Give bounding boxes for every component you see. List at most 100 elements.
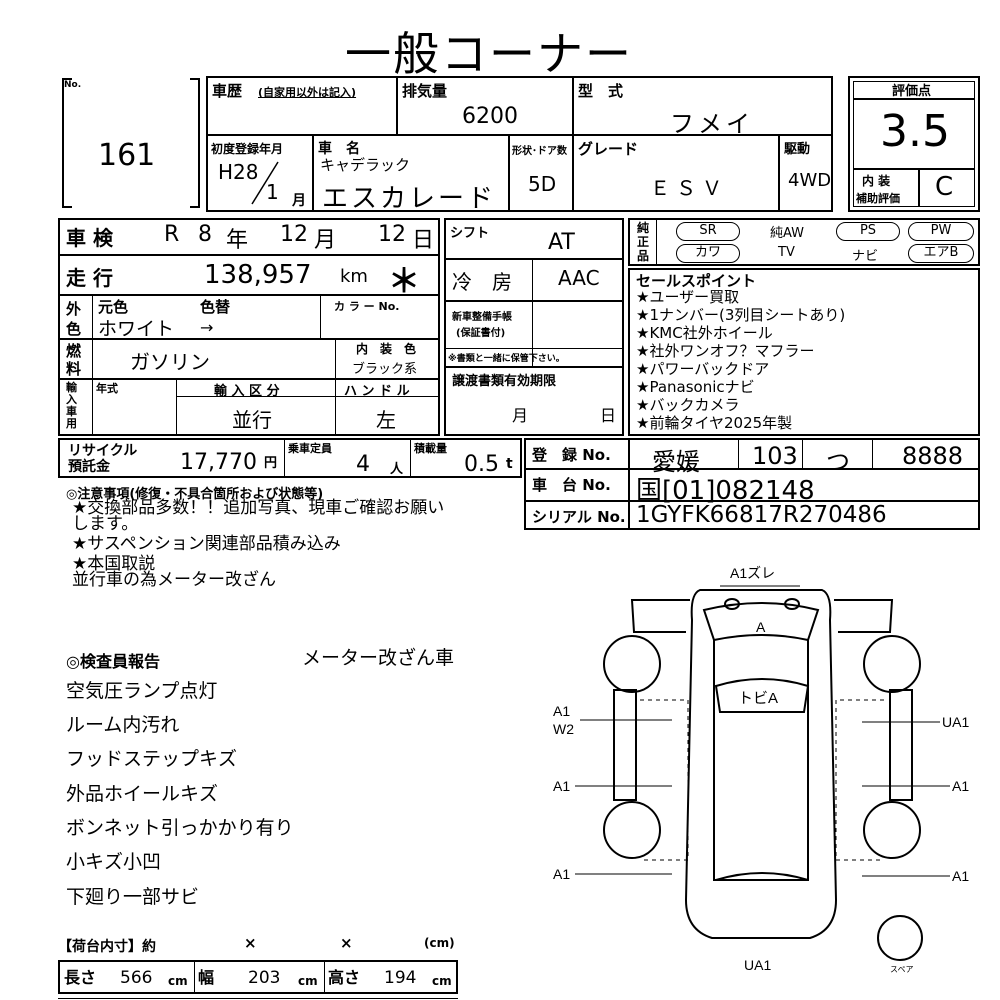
note-line: 並行車の為メーター改ざん xyxy=(72,570,276,590)
maint-label-2: (保証書付) xyxy=(456,328,506,339)
score-label: 評価点 xyxy=(892,84,932,99)
model-label: 型 式 xyxy=(578,82,624,100)
sales-point: ★社外ワンオフ？マフラー xyxy=(636,342,815,360)
equip-ps: PS xyxy=(836,222,900,241)
equip-navi: ナビ xyxy=(852,249,879,264)
interior-label: 内 装 xyxy=(862,174,891,188)
length-unit: cm xyxy=(168,974,188,988)
inspector-note: メーター改ざん車 xyxy=(302,647,455,669)
inspection-box xyxy=(58,218,440,436)
lot-number: 161 xyxy=(98,138,156,173)
model-value: フメイ xyxy=(670,110,754,138)
inspection-label: 車 検 xyxy=(66,226,113,250)
history-label: 車歴 xyxy=(212,82,243,100)
equip-tv: TV xyxy=(778,245,795,260)
equip-label-2: 正 xyxy=(637,235,650,249)
height-value: 194 xyxy=(384,968,417,988)
height-unit: cm xyxy=(432,974,452,988)
left-front-fender xyxy=(630,599,690,633)
cargo-x1: × xyxy=(244,934,257,952)
equip-airbag: エアB xyxy=(908,244,974,263)
right-front-fender xyxy=(834,599,894,633)
equip-aw: 純AW xyxy=(770,226,805,241)
fuel-label-2: 料 xyxy=(66,360,82,378)
front-right-wheel xyxy=(863,635,921,693)
sales-point: ★パワーバックドア xyxy=(636,360,770,378)
car-body-outline xyxy=(684,589,838,939)
displacement-label: 排気量 xyxy=(402,82,448,100)
first-reg-year: H28 xyxy=(218,160,259,184)
right-side-panel xyxy=(889,689,913,801)
fuel-label-1: 燃 xyxy=(66,342,82,360)
width-value: 203 xyxy=(248,968,281,988)
recycle-yen: 円 xyxy=(264,456,278,471)
rear-right-wheel xyxy=(863,801,921,859)
color-value: ホワイト xyxy=(98,318,175,340)
maker-value: キャデラック xyxy=(320,156,411,174)
interior-score: C xyxy=(935,172,954,202)
first-reg-label: 初度登録年月 xyxy=(211,142,284,156)
diag-spare: スペア xyxy=(890,965,913,974)
sales-point: ★Panasonicナビ xyxy=(636,378,755,396)
maint-note: ※書類と一緒に保管下さい。 xyxy=(448,354,565,364)
capacity-value: 4 xyxy=(356,452,370,477)
inspection-year: 8 xyxy=(198,222,212,247)
spare-tire xyxy=(877,915,923,961)
diag-left-2: W2 xyxy=(553,721,574,737)
inspector-item: 外品ホイールキズ xyxy=(66,783,219,805)
note-line: ★サスペンション関連部品積み込み xyxy=(72,534,341,554)
cargo-unit: (cm) xyxy=(424,936,455,950)
diag-top: A1ズレ xyxy=(730,565,775,581)
note-line: ★本国取説 xyxy=(72,554,156,574)
equip-pw: PW xyxy=(908,222,974,241)
import-label: 輸入車用 xyxy=(66,381,77,430)
drive-value: 4WD xyxy=(788,170,832,191)
recycle-label-1: リサイクル xyxy=(68,443,138,459)
inspection-month-unit: 月 xyxy=(314,228,337,253)
windshield xyxy=(702,602,820,642)
note-line: ★交換部品多数！！追加写真、現車ご確認お願い xyxy=(72,498,445,518)
carname-value: エスカレード xyxy=(322,184,497,214)
lot-bracket-left xyxy=(62,78,72,208)
diag-bottom: UA1 xyxy=(744,957,771,973)
equip-label-1: 純 xyxy=(637,221,650,235)
front-left-wheel xyxy=(603,635,661,693)
handle-value: 左 xyxy=(376,408,396,432)
docs-label: 譲渡書類有効期限 xyxy=(452,374,557,389)
drive-label: 駆動 xyxy=(784,142,811,157)
right-headlight xyxy=(784,598,800,610)
inspector-item: 小キズ小凹 xyxy=(66,851,162,873)
diag-hood: A xyxy=(756,619,766,635)
chassis-label: 車 台 No. xyxy=(532,476,611,494)
lot-bracket-right xyxy=(190,78,200,208)
serial-value: 1GYFK66817R270486 xyxy=(636,502,887,528)
load-label: 積載量 xyxy=(414,442,447,455)
first-reg-month-unit: 月 xyxy=(292,193,306,209)
mileage-value: 138,957 xyxy=(204,260,312,290)
first-reg-month: 1 xyxy=(266,180,279,204)
sales-points-list: ★ユーザー買取 ★1ナンバー(3列目シートあり) ★KMC社外ホイール ★社外ワ… xyxy=(636,288,845,432)
capacity-label: 乗車定員 xyxy=(288,442,332,455)
diag-right-2: A1 xyxy=(952,778,969,794)
sales-point: ★1ナンバー(3列目シートあり) xyxy=(636,306,846,324)
interior-label2: 補助評価 xyxy=(856,192,900,205)
load-unit: t xyxy=(506,456,513,472)
inspection-day-unit: 日 xyxy=(412,228,435,253)
ac-value: AAC xyxy=(558,266,600,290)
shift-value: AT xyxy=(548,230,575,255)
inspector-item: 下廻り一部サビ xyxy=(66,886,200,908)
cargo-title: 【荷台内寸】約 xyxy=(58,939,156,955)
diag-right-3: A1 xyxy=(952,868,969,884)
left-headlight xyxy=(724,598,740,610)
diag-left-1: A1 xyxy=(553,703,570,719)
equip-sr: SR xyxy=(676,222,740,241)
inspector-item: ルーム内汚れ xyxy=(66,714,180,736)
width-label: 幅 xyxy=(198,968,215,987)
page-title: 一般コーナー xyxy=(345,27,633,81)
inspector-item: ボンネット引っかかり有り xyxy=(66,817,294,839)
recycle-amount: 17,770 xyxy=(180,450,257,475)
sales-point: ★KMC社外ホイール xyxy=(636,324,773,342)
cargo-x2: × xyxy=(340,934,353,952)
displacement-value: 6200 xyxy=(462,104,518,129)
left-side-panel xyxy=(613,689,637,801)
